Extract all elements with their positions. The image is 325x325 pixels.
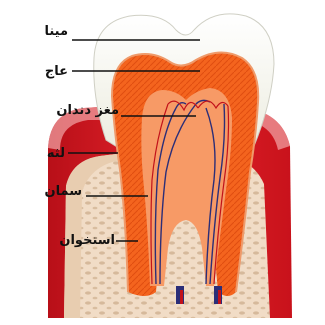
label-cementum: سمان xyxy=(45,184,82,200)
label-gum: لثه xyxy=(47,146,65,162)
label-enamel: مینا xyxy=(44,24,68,40)
label-dentin: عاج xyxy=(45,64,68,80)
label-bone: استخوان xyxy=(59,233,115,249)
label-pulp: مغز دندان xyxy=(56,103,119,119)
